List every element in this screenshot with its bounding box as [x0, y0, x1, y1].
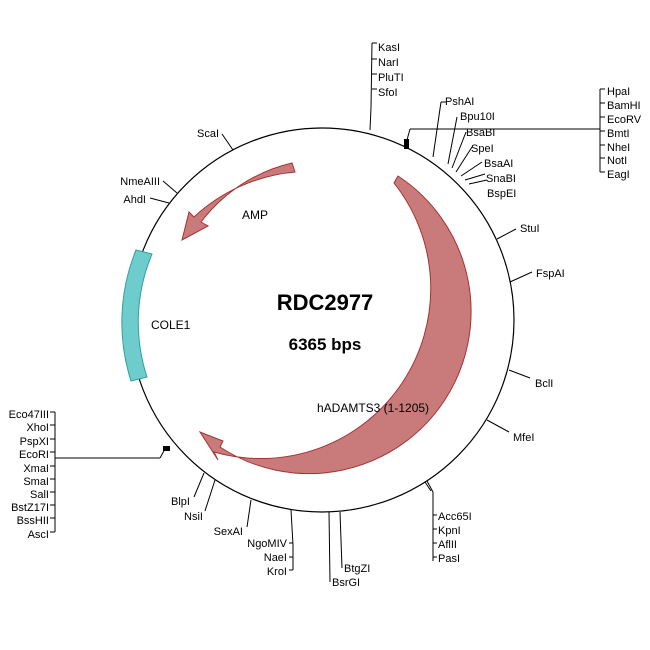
site-label-aflii: AflII — [438, 539, 457, 551]
site-label-ngomiv: NgoMIV — [247, 538, 287, 550]
cole1-label: COLE1 — [151, 318, 191, 332]
site-label-nari: NarI — [378, 57, 399, 69]
site-label-ecori: EcoRI — [19, 449, 49, 461]
site-label-sfoi: SfoI — [378, 87, 398, 99]
site-label-smai: SmaI — [23, 476, 49, 488]
site-label-pshai: PshAI — [445, 96, 474, 108]
site-label-pspxi: PspXI — [20, 436, 49, 448]
hadamts3-label: hADAMTS3 (1-1205) — [317, 401, 429, 415]
site-label-snabi: SnaBI — [486, 173, 516, 185]
site-label-bpu10i: Bpu10I — [460, 111, 495, 123]
site-label-pasi: PasI — [438, 553, 460, 565]
site-label-bsshii: BssHII — [17, 515, 49, 527]
site-label-bspei: BspEI — [487, 188, 516, 200]
amp-feature-arrow — [181, 162, 296, 241]
site-label-bcli: BclI — [535, 378, 553, 390]
site-label-nmeaiii: NmeAIII — [120, 176, 160, 188]
site-group-blpi: BlpI NsiI — [171, 472, 216, 523]
site-label-naei: NaeI — [264, 552, 287, 564]
amp-label: AMP — [242, 208, 268, 222]
site-label-xmai: XmaI — [23, 463, 49, 475]
site-label-kasi: KasI — [378, 42, 400, 54]
site-label-nhei: NheI — [607, 142, 630, 154]
site-label-mfei: MfeI — [513, 432, 534, 444]
site-label-bstz17i: BstZ17I — [11, 502, 49, 514]
site-group-eco47iii: Eco47III XhoI PspXI EcoRI XmaI SmaI SalI… — [9, 409, 170, 541]
site-label-eagi: EagI — [607, 169, 630, 181]
site-label-pluti: PluTI — [378, 72, 404, 84]
site-label-eco47iii: Eco47III — [9, 409, 49, 421]
site-label-noti: NotI — [607, 155, 627, 167]
site-label-kroi: KroI — [267, 566, 287, 578]
site-label-asci: AscI — [28, 529, 49, 541]
site-group-acc65i: Acc65I KpnI AflII PasI — [424, 480, 472, 565]
site-group-sexai: SexAI — [214, 499, 252, 538]
site-group-ngomiv: NgoMIV NaeI KroI — [247, 509, 294, 578]
site-group-bsaai: BsaAI SnaBI BspEI — [460, 158, 516, 200]
site-label-sexai: SexAI — [214, 526, 243, 538]
site-label-bamhi: BamHI — [607, 100, 641, 112]
plasmid-name: RDC2977 — [277, 290, 374, 315]
site-label-spei: SpeI — [471, 143, 494, 155]
hadamts3-feature-arrow — [198, 175, 472, 475]
site-label-blpi: BlpI — [171, 496, 190, 508]
site-label-bmti: BmtI — [607, 128, 630, 140]
site-label-ecorv: EcoRV — [607, 114, 642, 126]
site-label-acc65i: Acc65I — [438, 511, 472, 523]
site-label-sali: SalI — [30, 489, 49, 501]
site-label-ahdi: AhdI — [123, 194, 146, 206]
site-label-scai: ScaI — [197, 128, 219, 140]
site-label-hpai: HpaI — [607, 86, 630, 98]
site-label-btgzi: BtgZI — [344, 563, 370, 575]
site-group-left: ScaI NmeAIII AhdI — [120, 128, 234, 206]
site-label-nsii: NsiI — [184, 511, 203, 523]
site-group-kasi: KasI NarI PluTI SfoI — [369, 42, 404, 131]
site-label-stui: StuI — [520, 223, 540, 235]
site-label-bsrgi: BsrGI — [332, 577, 360, 589]
site-group-pshai: PshAI Bpu10I BsaBI SpeI — [432, 96, 495, 173]
site-group-right: StuI FspAI BclI MfeI — [486, 223, 565, 444]
site-cluster-marker — [163, 446, 170, 451]
site-label-fspai: FspAI — [536, 268, 565, 280]
site-cluster-marker — [404, 139, 409, 149]
site-group-btgzi: BtgZI BsrGI — [328, 511, 370, 589]
site-label-bsaai: BsaAI — [484, 158, 513, 170]
cole1-feature — [121, 249, 153, 382]
plasmid-size: 6365 bps — [289, 335, 362, 354]
site-group-hpai: HpaI BamHI EcoRV BmtI NheI NotI EagI — [404, 86, 642, 181]
site-label-kpni: KpnI — [438, 525, 461, 537]
site-label-xhoi: XhoI — [26, 422, 49, 434]
site-label-bsabi: BsaBI — [466, 127, 495, 139]
